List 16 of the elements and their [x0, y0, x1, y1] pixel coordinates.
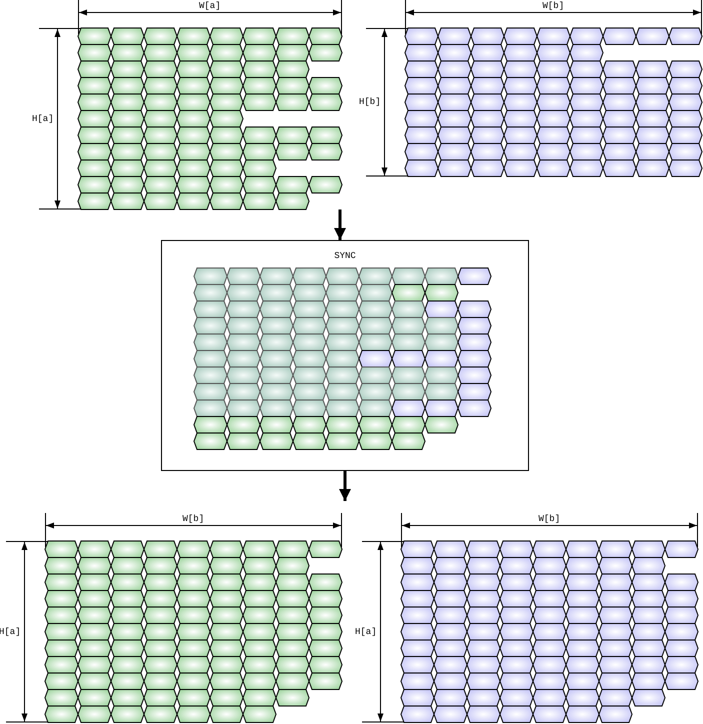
- arrow: [334, 210, 346, 240]
- dimension-label: H[b]: [359, 97, 381, 108]
- dimension-label: W[b]: [182, 514, 204, 524]
- hexagon-grid-drawing: [45, 541, 342, 722]
- sync-panel: [161, 240, 529, 471]
- dimension-label: W[b]: [542, 1, 564, 11]
- dimension-label: H[a]: [32, 114, 54, 124]
- panel-title: SYNC: [333, 251, 357, 261]
- arrow: [339, 471, 351, 501]
- dimension-label: W[b]: [538, 514, 560, 524]
- hexagon-grid-drawing: [405, 28, 702, 176]
- dimension-label: H[a]: [355, 626, 377, 637]
- hexagon-grid-drawing: [78, 28, 342, 210]
- hexagon-grid-drawing: [401, 541, 698, 722]
- dimension-label: H[a]: [0, 626, 21, 637]
- dimension-label: W[a]: [199, 1, 221, 11]
